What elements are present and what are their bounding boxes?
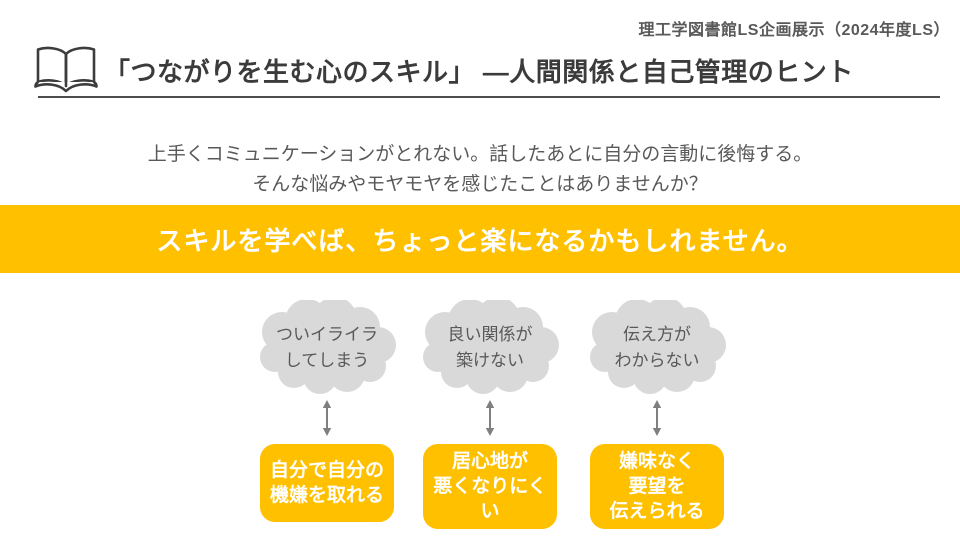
slide-title: 「つながりを生む心のスキル」 ―人間関係と自己管理のヒント: [104, 56, 854, 87]
worry-text: ついイライラ してしまう: [276, 324, 378, 370]
worry-cloud: 良い関係が 築けない: [415, 300, 565, 395]
banner: スキルを学べば、ちょっと楽になるかもしれません。: [0, 205, 960, 273]
double-arrow-icon: [322, 400, 332, 436]
cloud-shape-icon: [423, 300, 559, 394]
double-arrow-icon: [652, 400, 662, 436]
slide-header: 「つながりを生む心のスキル」 ―人間関係と自己管理のヒント: [33, 44, 854, 96]
cloud-shape-icon: [260, 300, 396, 394]
benefit-text: 居心地が 悪くなりにくい: [433, 451, 547, 522]
intro-text: 上手くコミュニケーションがとれない。話したあとに自分の言動に後悔する。 そんな悩…: [147, 144, 813, 195]
benefit-box: 居心地が 悪くなりにくい: [423, 444, 557, 529]
banner-text: スキルを学べば、ちょっと楽になるかもしれません。: [156, 225, 804, 256]
worry-text: 良い関係が 築けない: [447, 324, 533, 370]
header-divider: [38, 96, 940, 98]
cloud-shape-icon: [590, 300, 726, 394]
worry-cloud: 伝え方が わからない: [582, 300, 732, 395]
benefit-box: 嫌味なく 要望を 伝えられる: [590, 444, 724, 529]
worry-cloud: ついイライラ してしまう: [252, 300, 402, 395]
pair-column-2: 良い関係が 築けない 居心地が 悪くなりにくい: [415, 300, 565, 529]
benefit-text: 嫌味なく 要望を 伝えられる: [609, 451, 705, 522]
benefit-text: 自分で自分の 機嫌を取れる: [269, 460, 384, 506]
double-arrow-icon: [485, 400, 495, 436]
pair-column-1: ついイライラ してしまう 自分で自分の 機嫌を取れる: [252, 300, 402, 522]
worry-text: 伝え方が わからない: [614, 324, 700, 370]
open-book-icon: [33, 45, 99, 95]
benefit-box: 自分で自分の 機嫌を取れる: [260, 444, 394, 522]
pair-column-3: 伝え方が わからない 嫌味なく 要望を 伝えられる: [582, 300, 732, 529]
exhibit-label: 理工学図書館LS企画展示（2024年度LS）: [638, 22, 950, 39]
